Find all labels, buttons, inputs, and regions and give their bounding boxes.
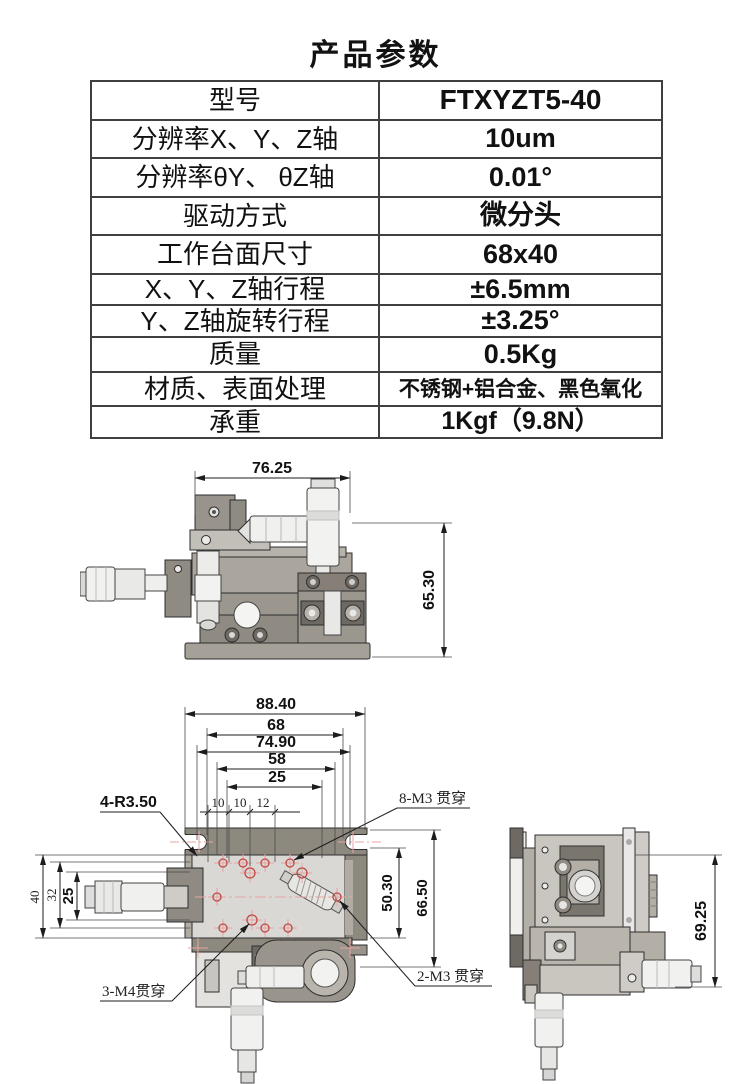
dim-left-32: 32 — [44, 889, 59, 902]
label-8m3: 8-M3 贯穿 — [399, 790, 466, 807]
dim-height: 69.25 — [693, 901, 710, 941]
label-corner-radius: 4-R3.50 — [100, 794, 157, 811]
row-value: FTXYZT5-40 — [439, 84, 602, 116]
dim-chain-1: 10 — [212, 795, 225, 810]
table-row: 分辨率θY、 θZ轴 0.01° — [92, 157, 661, 196]
top-view-dimensions: 88.40 68 74.90 58 25 10 10 12 — [27, 696, 492, 1002]
row-label: 材质、表面处理 — [92, 373, 380, 405]
table-row: 工作台面尺寸 68x40 — [92, 234, 661, 273]
row-value: 微分头 — [480, 200, 561, 231]
row-label: 质量 — [92, 337, 380, 371]
end-view-machine — [509, 827, 702, 1081]
dim-height: 65.30 — [421, 570, 438, 610]
m3-holes — [208, 854, 346, 937]
dim-right-5030: 50.30 — [379, 874, 396, 912]
dim-left-25: 25 — [60, 888, 77, 905]
dim-right-6650: 66.50 — [414, 879, 431, 917]
row-value: 0.5Kg — [483, 338, 558, 369]
table-row: Y、Z轴旋转行程 ±3.25° — [92, 304, 661, 336]
row-value: ±3.25° — [481, 305, 560, 336]
label-3m4: 3-M4贯穿 — [102, 983, 165, 1000]
top-view-drawing: 88.40 68 74.90 58 25 10 10 12 — [27, 696, 492, 1084]
row-label: 驱动方式 — [92, 197, 380, 234]
dim-74: 74.90 — [256, 734, 296, 751]
row-label: 承重 — [92, 407, 380, 437]
row-label: 工作台面尺寸 — [92, 236, 380, 273]
top-view-machine — [84, 827, 382, 1084]
dim-chain-2: 10 — [234, 795, 247, 810]
page-title: 产品参数 — [309, 39, 442, 72]
end-view-drawing: 69.25 — [509, 827, 722, 1081]
row-label: Y、Z轴旋转行程 — [92, 306, 380, 336]
dim-width: 76.25 — [252, 460, 292, 477]
table-row: 承重 1Kgf（9.8N） — [92, 405, 661, 437]
side-view-drawing: 76.25 65.30 — [80, 460, 452, 660]
table-row: 驱动方式 微分头 — [92, 195, 661, 234]
row-label: 分辨率X、Y、Z轴 — [92, 120, 380, 157]
side-view-machine — [80, 478, 371, 660]
row-label: 分辨率θY、 θZ轴 — [92, 159, 380, 196]
end-view-dimensions: 69.25 — [635, 854, 722, 988]
table-row: X、Y、Z轴行程 ±6.5mm — [92, 272, 661, 304]
spec-table: 型号 FTXYZT5-40 分辨率X、Y、Z轴 10um 分辨率θY、 θZ轴 … — [90, 80, 663, 439]
dim-chain-3: 12 — [257, 795, 270, 810]
dim-left-40: 40 — [27, 891, 42, 904]
row-value: 不锈钢+铝合金、黑色氧化 — [398, 377, 643, 401]
label-2m3: 2-M3 贯穿 — [417, 968, 484, 985]
dim-68: 68 — [267, 717, 285, 734]
row-value: 68x40 — [482, 238, 559, 269]
row-value: ±6.5mm — [470, 273, 571, 304]
row-value: 10um — [485, 123, 556, 154]
row-value: 0.01° — [488, 161, 553, 192]
side-view-dimensions: 76.25 65.30 — [194, 460, 452, 658]
row-value: 1Kgf（9.8N） — [441, 407, 600, 436]
table-row: 质量 0.5Kg — [92, 335, 661, 371]
row-label: 型号 — [92, 82, 380, 119]
dim-25: 25 — [268, 769, 286, 786]
dim-58: 58 — [268, 751, 286, 768]
table-row: 分辨率X、Y、Z轴 10um — [92, 118, 661, 157]
table-row: 材质、表面处理 不锈钢+铝合金、黑色氧化 — [92, 371, 661, 405]
row-label: X、Y、Z轴行程 — [92, 274, 380, 304]
table-row: 型号 FTXYZT5-40 — [92, 82, 661, 119]
dim-88: 88.40 — [256, 696, 296, 713]
